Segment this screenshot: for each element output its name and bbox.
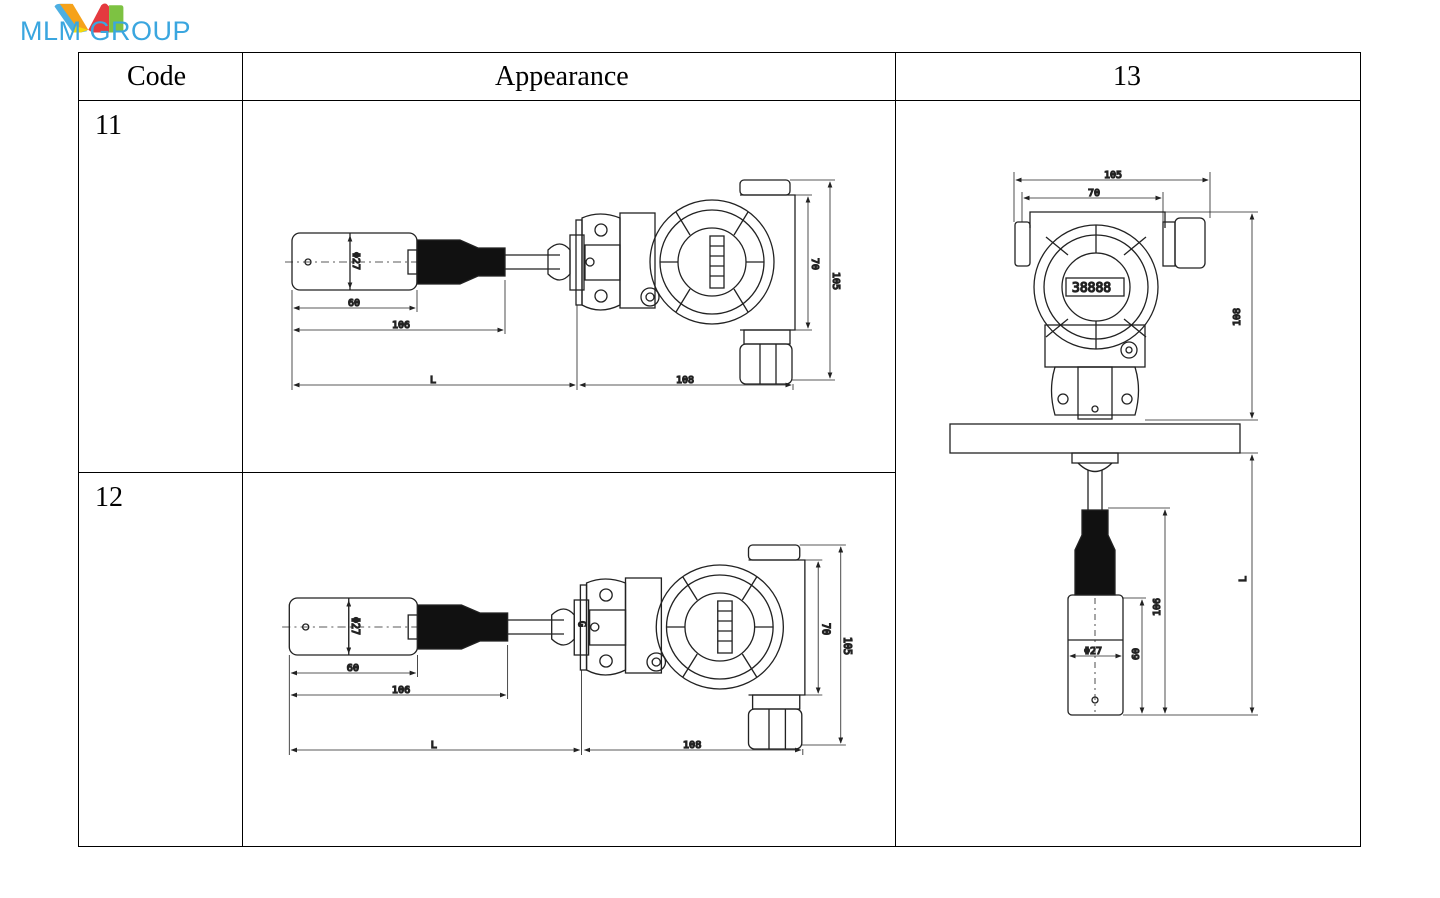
dim-106: 106 <box>1152 598 1163 616</box>
dim-60: 60 <box>1131 648 1142 660</box>
dim-105: 105 <box>841 637 852 655</box>
dim-106: 106 <box>392 320 410 331</box>
dim-105: 105 <box>1104 170 1122 181</box>
table-border-bottom <box>78 846 1361 847</box>
dim-108: 108 <box>676 375 694 386</box>
dim-60: 60 <box>348 298 360 309</box>
row-code-12: 12 <box>95 482 123 513</box>
dim-L: L <box>430 375 436 386</box>
dim-70: 70 <box>1088 188 1100 199</box>
drawing-variant-11: 60 106 L 108 70 105 Φ27 <box>285 180 842 390</box>
dim-diameter: Φ27 <box>1084 646 1102 657</box>
dim-60: 60 <box>347 663 359 674</box>
dim-diameter: Φ27 <box>350 252 361 270</box>
dim-diameter: Φ27 <box>349 617 360 635</box>
table-col-divider-1 <box>242 52 243 847</box>
dim-70: 70 <box>819 623 830 635</box>
table-col-divider-2 <box>895 52 896 847</box>
dim-L: L <box>1238 576 1249 582</box>
dim-L: L <box>431 740 437 751</box>
row-code-11: 11 <box>95 110 122 141</box>
header-appearance: Appearance <box>495 61 629 92</box>
drawing-variant-12: 60 106 L 108 70 105 Φ27 G <box>282 545 853 755</box>
dim-108: 108 <box>683 740 701 751</box>
table-border-top <box>78 52 1361 53</box>
header-code: Code <box>127 61 187 92</box>
dim-105: 105 <box>830 272 841 290</box>
table-row-divider <box>78 472 896 473</box>
table-border-left <box>78 52 79 847</box>
table-header-divider <box>78 100 1361 101</box>
logo-mark <box>54 3 124 33</box>
header-variant-13: 13 <box>1113 61 1141 92</box>
display-readout: 38888 <box>1072 281 1111 296</box>
drawing-variant-13: 105 70 108 L 106 60 Φ27 38888 <box>949 169 1258 716</box>
dim-108: 108 <box>1232 308 1243 326</box>
dim-70: 70 <box>809 258 820 270</box>
dim-106: 106 <box>392 685 410 696</box>
table-border-right <box>1360 52 1361 847</box>
dim-thread: G <box>575 621 586 627</box>
logo-text: MLM GROUP <box>20 16 192 46</box>
